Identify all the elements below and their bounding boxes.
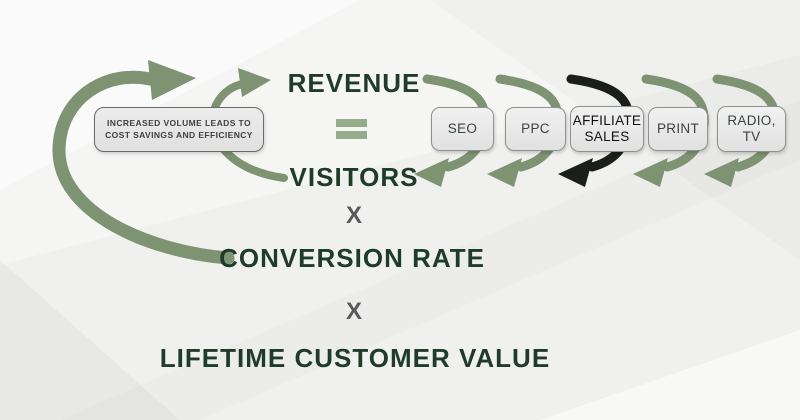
channel-label-affiliate-sales: AFFILIATE SALES [572,113,642,144]
cycle-arrow-large [52,60,235,265]
lifetime-customer-value-label: LIFETIME CUSTOMER VALUE [159,343,551,373]
channel-box-radio-tv: RADIO, TV [717,106,786,152]
channel-box-seo: SEO [431,107,494,151]
visitors-label: VISITORS [289,162,419,192]
revenue-label: REVENUE [287,68,421,98]
channel-box-print: PRINT [648,107,708,151]
channel-label-print: PRINT [657,121,699,137]
multiply-sign-2: X [345,298,362,325]
channel-label-seo: SEO [447,121,478,137]
channel-label-radio-tv: RADIO, TV [727,113,776,144]
channel-box-ppc: PPC [505,107,566,151]
note-line-2: COST SAVINGS AND EFFICIENCY [105,129,253,140]
note-line-1: INCREASED VOLUME LEADS TO [107,118,251,129]
note-bubble: INCREASED VOLUME LEADS TO COST SAVINGS A… [94,107,264,152]
channel-box-affiliate-sales: AFFILIATE SALES [570,106,644,152]
multiply-sign-1: X [345,202,362,229]
equals-sign [336,119,367,139]
equals-bar-bottom [336,131,367,139]
equals-bar-top [336,119,367,127]
conversion-rate-label: CONVERSION RATE [219,243,485,273]
channel-label-ppc: PPC [521,121,550,137]
